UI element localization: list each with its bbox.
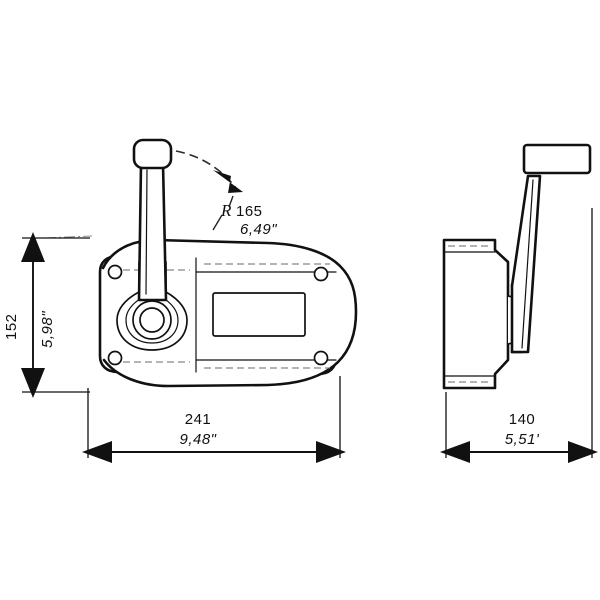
swing-direction-arrowhead <box>213 170 243 193</box>
height-arrow-top <box>21 232 45 262</box>
front-width-arrow-right <box>316 441 346 463</box>
height-imperial-label: 5,98" <box>39 311 56 348</box>
radius-imperial-label: 6,49" <box>240 221 277 238</box>
radius-leader-tick <box>228 195 234 208</box>
hub-inner-circle <box>139 307 165 333</box>
side-depth-arrow-left <box>440 441 470 463</box>
lever-swing-arc <box>175 150 237 189</box>
bolt-hole-top-left <box>107 264 123 280</box>
radius-metric-label: 165 <box>236 203 263 220</box>
bolt-hole-bottom-right <box>313 350 329 366</box>
height-metric-label: 152 <box>3 313 20 340</box>
bolt-hole-top-right <box>313 266 329 282</box>
side-depth-metric-label: 140 <box>509 411 536 428</box>
lever-base-boss-inner <box>125 267 179 344</box>
side-view <box>442 143 593 392</box>
radius-prefix-label: R <box>220 201 232 220</box>
side-lever-highlight <box>521 179 534 349</box>
side-depth-dimension-group: 140 5,51' <box>440 392 598 463</box>
front-width-metric-label: 241 <box>185 411 212 428</box>
side-control-lever-arm <box>510 174 542 354</box>
front-width-arrow-left <box>82 441 112 463</box>
side-depth-arrow-right <box>568 441 598 463</box>
bolt-hole-bottom-left <box>107 350 123 366</box>
lever-shaft-highlight <box>145 169 148 295</box>
front-width-imperial-label: 9,48" <box>179 431 216 448</box>
front-width-dimension-group: 241 9,48" <box>82 376 346 463</box>
height-arrow-bottom <box>21 368 45 398</box>
height-dimension-group: 152 5,98" <box>3 232 90 398</box>
side-housing-block <box>442 238 510 390</box>
side-depth-imperial-label: 5,51' <box>505 431 540 448</box>
trim-panel-rectangle <box>212 292 306 337</box>
control-lever-shaft <box>137 162 168 302</box>
radius-leader-line <box>212 214 223 231</box>
side-lever-knob <box>522 143 592 175</box>
lever-knob <box>132 138 173 170</box>
front-view: R 165 6,49" <box>44 138 358 388</box>
